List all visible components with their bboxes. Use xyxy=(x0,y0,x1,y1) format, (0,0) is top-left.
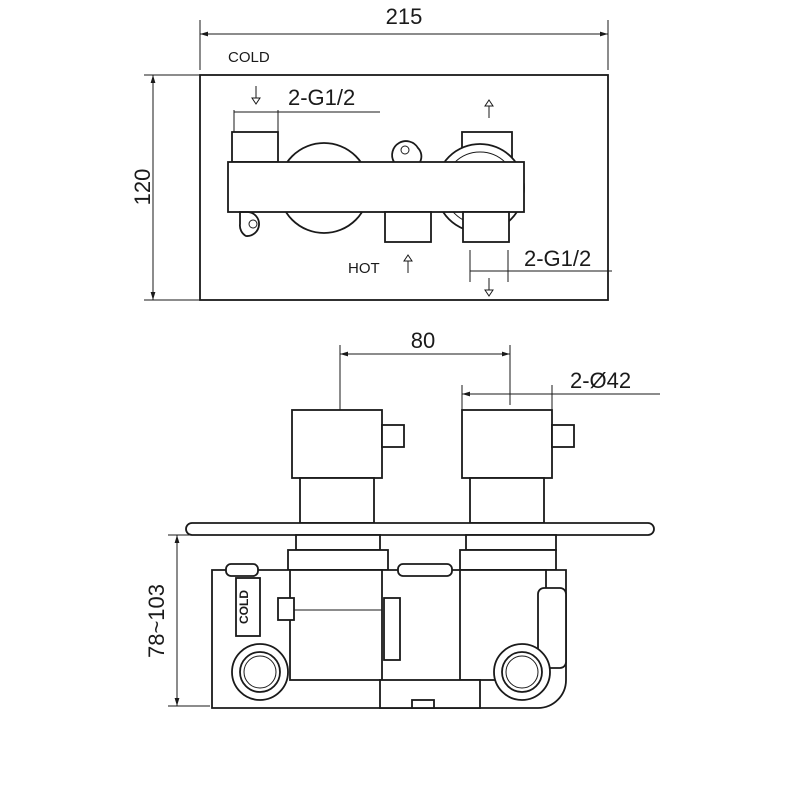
height-dimension-label: 120 xyxy=(130,169,155,206)
inlet-dimension-right-label: 2-G1/2 xyxy=(524,246,591,271)
cold-label-top: COLD xyxy=(228,49,270,66)
cold-stamp-box xyxy=(235,577,261,637)
center-clip xyxy=(383,597,401,661)
depth-dimension-label: 78~103 xyxy=(144,584,169,658)
valve-body-top xyxy=(227,131,525,243)
depth-dimension: 78~103 xyxy=(144,534,210,707)
left-handle xyxy=(291,409,405,524)
inlet-dimension-right: 2-G1/2 xyxy=(469,246,612,297)
cartridge-clip-left xyxy=(277,597,295,621)
spacing-dimension-label: 80 xyxy=(411,328,435,353)
flow-arrow-up-icon xyxy=(403,254,413,273)
valve-body-front: COLD xyxy=(211,534,567,709)
height-dimension: 120 xyxy=(130,74,200,301)
flow-arrow-down-icon xyxy=(251,86,261,105)
front-view: 80 2-Ø42 78~103 xyxy=(144,328,660,709)
diameter-dimension-label: 2-Ø42 xyxy=(570,368,631,393)
spacing-dimension: 80 xyxy=(339,328,511,410)
width-dimension-label: 215 xyxy=(386,4,423,29)
outlet-left xyxy=(231,643,289,701)
flow-arrow-up-icon xyxy=(484,99,494,118)
inlet-dimension-left-label: 2-G1/2 xyxy=(288,85,355,110)
cover-plate-outline xyxy=(199,74,609,301)
flow-arrow-down-icon xyxy=(484,278,494,297)
width-dimension: 215 xyxy=(199,4,609,70)
cold-stamp-label: COLD xyxy=(237,590,251,624)
outlet-right xyxy=(493,643,551,701)
cover-plate-side xyxy=(185,522,655,536)
right-handle xyxy=(461,409,575,524)
inlet-dimension-left: 2-G1/2 xyxy=(233,85,380,132)
top-view: 215 120 COLD 2-G1/2 xyxy=(130,4,612,301)
diameter-dimension: 2-Ø42 xyxy=(461,368,660,412)
hot-label: HOT xyxy=(348,260,380,277)
